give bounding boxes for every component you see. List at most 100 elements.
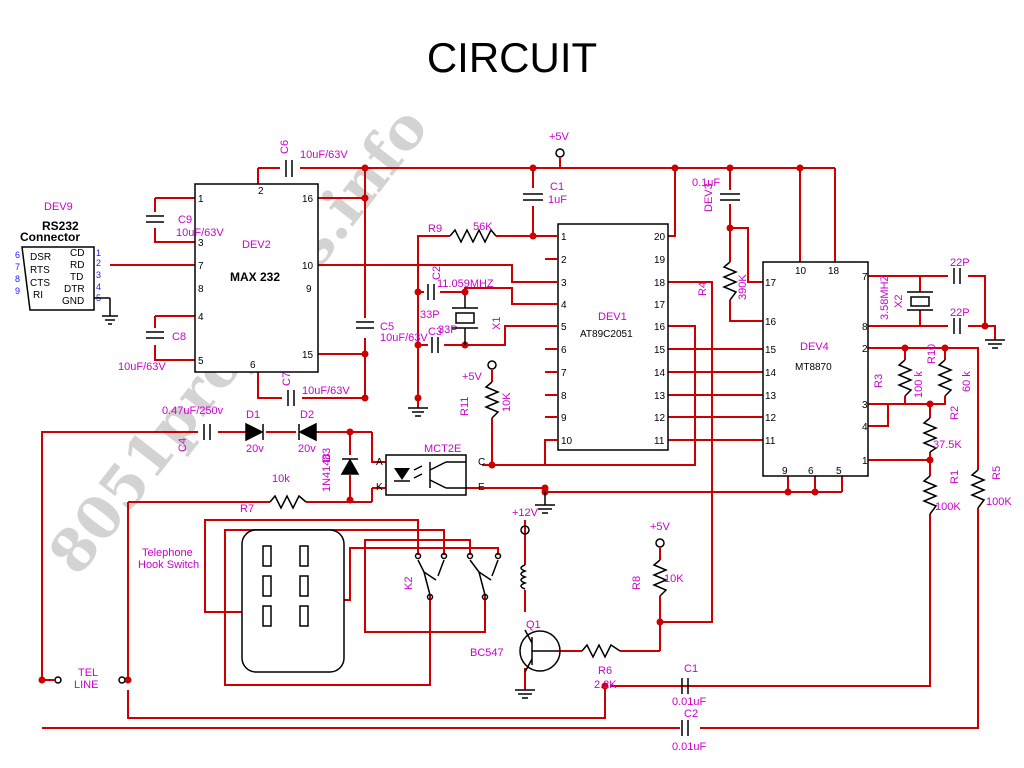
svg-text:1: 1 — [198, 194, 204, 205]
connector-body — [21, 246, 95, 311]
at89c2051-left-pin: 7 — [561, 368, 567, 379]
svg-text:10: 10 — [302, 261, 314, 272]
svg-text:C: C — [478, 457, 485, 468]
vcc-r11-label: +5V — [462, 371, 483, 383]
svg-text:C2: C2 — [684, 708, 698, 720]
svg-text:3.58MHZ: 3.58MHZ — [879, 274, 891, 320]
connector-pin-4: 4 — [96, 282, 101, 292]
svg-text:8: 8 — [198, 284, 204, 295]
vcc-r8-label: +5V — [650, 521, 671, 533]
connector-dtr: DTR — [64, 284, 85, 295]
svg-text:10uF/63V: 10uF/63V — [380, 332, 428, 344]
svg-text:6: 6 — [808, 466, 814, 477]
ground-opto — [535, 492, 555, 514]
vcc-top-label: +5V — [549, 131, 570, 143]
svg-text:C4: C4 — [177, 438, 189, 452]
connector-ref: DEV9 — [44, 201, 73, 213]
svg-text:18: 18 — [828, 266, 840, 277]
at89c2051-right-pin: 18 — [654, 278, 666, 289]
svg-text:33P: 33P — [420, 309, 440, 321]
connector-ri: RI — [33, 290, 43, 301]
svg-text:C2: C2 — [431, 266, 443, 280]
hook-switch-label-1: Telephone — [142, 547, 193, 559]
svg-text:A: A — [376, 457, 383, 468]
max232-chip: DEV2 MAX 232 1 3 7 8 4 5 16 10 9 15 2 6 — [194, 183, 319, 373]
svg-text:37.5K: 37.5K — [933, 439, 962, 451]
svg-text:DEV3: DEV3 — [703, 183, 715, 212]
at89c2051-ref: DEV1 — [598, 311, 627, 323]
relay-k2: K2 — [403, 552, 528, 601]
svg-text:C8: C8 — [172, 331, 186, 343]
svg-text:10k: 10k — [272, 473, 290, 485]
svg-text:R6: R6 — [598, 665, 612, 677]
connector-pin-3: 3 — [96, 270, 101, 280]
supply-symbols: +5V +5V +12V +5V — [408, 131, 1005, 699]
svg-text:D3: D3 — [321, 448, 333, 462]
ground-x2 — [985, 339, 1005, 349]
svg-text:10K: 10K — [501, 392, 513, 412]
svg-text:1: 1 — [862, 456, 868, 467]
svg-text:14: 14 — [765, 368, 777, 379]
connector-rd: RD — [70, 260, 84, 271]
at89c2051-right-pin: 20 — [654, 232, 666, 243]
connector-title-2: Connector — [20, 230, 80, 244]
svg-text:BC547: BC547 — [470, 647, 504, 659]
hook-switch-label-2: Hook Switch — [138, 559, 199, 571]
svg-text:R10: R10 — [926, 344, 938, 364]
at89c2051-left-pin: 4 — [561, 300, 567, 311]
capacitors: C6 10uF/63V C9 10uF/63V C8 10uF/63V C7 1… — [118, 140, 970, 753]
svg-text:17: 17 — [765, 278, 777, 289]
mt8870-ref: DEV4 — [800, 341, 829, 353]
svg-text:Q1: Q1 — [526, 619, 541, 631]
svg-text:3: 3 — [862, 400, 868, 411]
svg-text:10: 10 — [795, 266, 807, 277]
svg-text:0.1uF: 0.1uF — [692, 177, 720, 189]
max232-ref: DEV2 — [242, 239, 271, 251]
vcc-relay-label: +12V — [512, 507, 539, 519]
connector-gnd: GND — [62, 296, 84, 307]
tel-line-label-1: TEL — [78, 667, 98, 679]
svg-text:16: 16 — [302, 194, 314, 205]
svg-text:R1: R1 — [949, 470, 961, 484]
at89c2051-left-pin: 2 — [561, 255, 567, 266]
svg-text:E: E — [478, 482, 485, 493]
svg-text:12: 12 — [765, 413, 777, 424]
connector-dsr: DSR — [30, 252, 51, 263]
diodes: D1 20v D2 20v 1N4148 D3 — [245, 409, 360, 492]
svg-text:R5: R5 — [991, 466, 1003, 480]
svg-text:4: 4 — [198, 312, 204, 323]
svg-text:20v: 20v — [246, 443, 264, 455]
svg-text:2: 2 — [862, 344, 868, 355]
svg-text:5: 5 — [198, 356, 204, 367]
svg-text:10uF/63V: 10uF/63V — [302, 385, 350, 397]
svg-text:6: 6 — [250, 360, 256, 371]
svg-text:9: 9 — [782, 466, 788, 477]
svg-text:K2: K2 — [403, 577, 415, 590]
svg-text:C6: C6 — [279, 140, 291, 154]
svg-text:3: 3 — [198, 238, 204, 249]
svg-text:390K: 390K — [737, 274, 749, 300]
svg-text:0.01uF: 0.01uF — [672, 741, 707, 753]
svg-text:9: 9 — [306, 284, 312, 295]
max232-name: MAX 232 — [230, 270, 280, 284]
svg-text:D1: D1 — [246, 409, 260, 421]
connector-pin-1: 1 — [96, 248, 101, 258]
svg-text:20v: 20v — [298, 443, 316, 455]
svg-text:10uF/63V: 10uF/63V — [176, 227, 224, 239]
svg-text:7: 7 — [862, 272, 868, 283]
svg-text:R11: R11 — [459, 397, 471, 416]
optocoupler: MCT2E A K C E — [376, 443, 485, 496]
svg-text:16: 16 — [765, 317, 777, 328]
svg-text:11: 11 — [765, 436, 776, 447]
svg-text:R9: R9 — [428, 223, 442, 235]
connector-td: TD — [70, 272, 83, 283]
svg-text:22P: 22P — [950, 307, 970, 319]
mt8870-chip: DEV4 MT8870 10 18 17 16 15 14 13 12 11 7… — [762, 261, 869, 477]
svg-text:4: 4 — [862, 422, 868, 433]
svg-text:8: 8 — [862, 322, 868, 333]
svg-text:2.2K: 2.2K — [594, 679, 617, 691]
at89c2051-right-pin: 19 — [654, 255, 666, 266]
slide-title: CIRCUIT — [426, 34, 598, 81]
svg-text:100 k: 100 k — [913, 371, 925, 398]
